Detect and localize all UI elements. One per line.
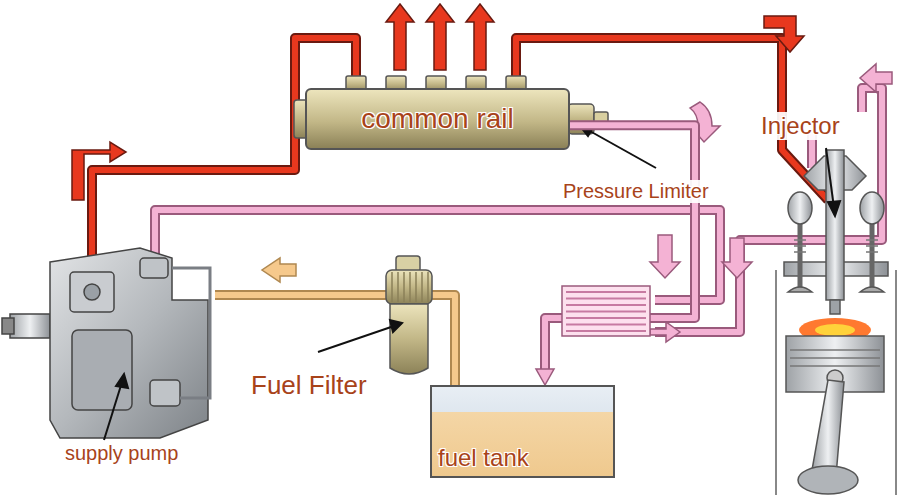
return-line [545,125,695,371]
common-rail: common rail [305,88,570,150]
part-label: Injector [758,112,843,140]
high-pressure-pipes [92,38,828,292]
cooler-fin [566,291,646,293]
cooler-fin [566,317,646,319]
part-label: supply pump [62,442,181,465]
supply-pipe [215,295,455,400]
fuel-filter [386,256,432,374]
arrow-head [536,369,554,385]
supply-pump [2,248,210,438]
cooler-fins [566,292,646,331]
cooler-body [562,286,650,336]
pipe-outline [545,125,695,371]
node-label: common rail [361,103,513,135]
fuel-tank: fuel tank [430,385,615,478]
part-label: Fuel Filter [248,370,370,401]
cooler-fin [566,298,646,300]
part-label: Pressure Limiter [560,180,712,203]
cooler-fin [566,311,646,313]
engine-cylinder [776,150,896,495]
flow-arrow-orange [262,258,296,282]
cooler-fin [566,330,646,332]
cooler-fin [566,324,646,326]
cooler-fin [566,304,646,306]
flow-arrows-pink [650,64,892,342]
node-label: fuel tank [438,444,529,472]
